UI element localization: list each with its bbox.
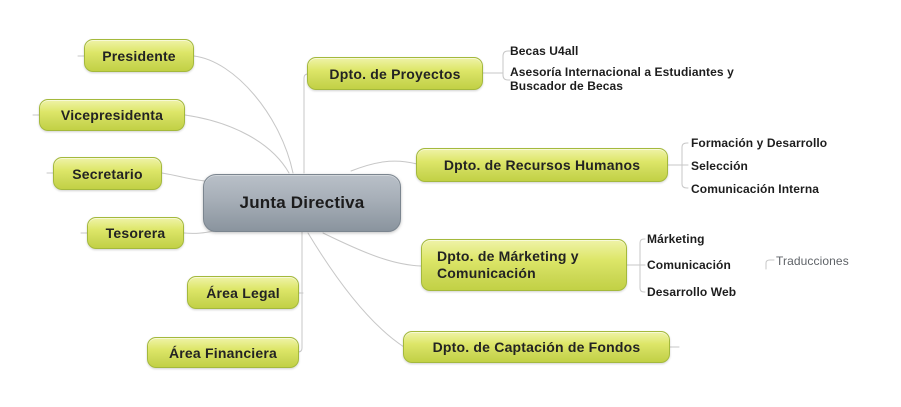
node-presidente[interactable]: Presidente (84, 39, 194, 72)
leaf-marketing[interactable]: Márketing (647, 232, 705, 246)
node-area-financiera[interactable]: Área Financiera (147, 337, 299, 368)
branch-proyectos (303, 73, 311, 174)
leaf-comunicacion-interna[interactable]: Comunicación Interna (691, 182, 820, 196)
branch-captacion (307, 232, 405, 348)
branch-presidente (193, 55, 294, 174)
bracket-marketing (639, 238, 646, 293)
bracket-rrhh (681, 142, 689, 189)
elbow-traducciones (765, 259, 775, 270)
branch-secretario (161, 172, 207, 182)
node-dpto-recursos-humanos[interactable]: Dpto. de Recursos Humanos (416, 148, 668, 182)
branch-tesorera (183, 230, 215, 234)
node-vicepresidenta[interactable]: Vicepresidenta (39, 99, 185, 131)
bracket-proyectos (502, 50, 511, 81)
leaf-becas-u4all[interactable]: Becas U4all (510, 44, 579, 58)
node-tesorera[interactable]: Tesorera (87, 217, 184, 249)
node-dpto-marketing-comunicacion[interactable]: Dpto. de Márketing y Comunicación (421, 239, 627, 291)
branch-vicepresidenta (184, 114, 290, 174)
node-dpto-captacion-fondos[interactable]: Dpto. de Captación de Fondos (403, 331, 670, 363)
leaf-desarrollo-web[interactable]: Desarrollo Web (647, 285, 737, 299)
node-junta-directiva[interactable]: Junta Directiva (203, 174, 401, 232)
leaf-traducciones[interactable]: Traducciones (776, 254, 849, 268)
leaf-formacion-desarrollo[interactable]: Formación y Desarrollo (691, 136, 828, 150)
branch-recursos-humanos (350, 160, 418, 172)
node-area-legal[interactable]: Área Legal (187, 276, 299, 309)
leaf-asesoria-internacional[interactable]: Asesoría Internacional a Estudiantes y B… (510, 65, 734, 93)
branch-marketing (322, 232, 422, 267)
leaf-seleccion[interactable]: Selección (691, 159, 748, 173)
node-dpto-proyectos[interactable]: Dpto. de Proyectos (307, 57, 483, 90)
leaf-comunicacion[interactable]: Comunicación (647, 258, 731, 272)
node-secretario[interactable]: Secretario (53, 157, 162, 190)
